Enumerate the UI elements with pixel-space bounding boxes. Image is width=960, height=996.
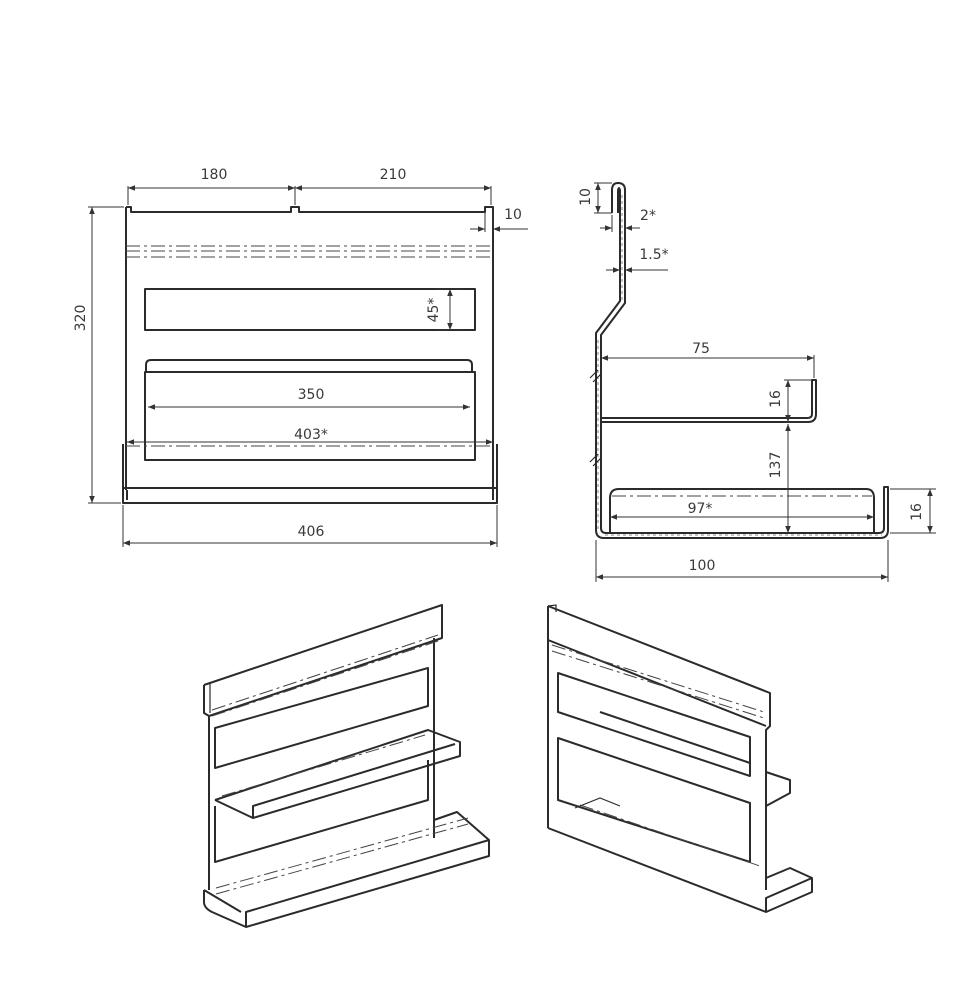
dim-label-403: 403* <box>294 427 328 443</box>
dim-label-137: 137 <box>768 452 784 479</box>
dim-label-16-upper: 16 <box>768 390 784 408</box>
dim-label-45: 45* <box>426 298 442 323</box>
dim-label-180: 180 <box>201 167 228 183</box>
dim-label-97: 97* <box>688 501 713 517</box>
side-view: 10 2* 1.5* 75 16 137 97* 16 100 <box>578 182 936 582</box>
dim-label-2: 2* <box>640 208 656 224</box>
side-lower-tray <box>609 488 875 533</box>
iso-left-middle-shelf <box>214 729 461 819</box>
dim-label-10-hook: 10 <box>578 188 594 206</box>
dim-label-320: 320 <box>73 305 89 332</box>
front-upper-slot <box>144 288 476 331</box>
isometric-view-right <box>547 604 813 913</box>
front-body-outline <box>125 206 494 490</box>
iso-right-lower-window <box>557 737 751 863</box>
front-view: 180 210 10 320 45* 350 403* 406 <box>73 167 528 547</box>
iso-right-bottom-tray <box>547 827 813 913</box>
dim-label-210: 210 <box>380 167 407 183</box>
dim-label-406: 406 <box>298 524 325 540</box>
dim-label-350: 350 <box>298 387 325 403</box>
side-break-mark-2 <box>589 453 602 467</box>
dim-label-100: 100 <box>689 558 716 574</box>
isometric-view-left <box>203 604 490 928</box>
front-bottom-shelf <box>122 444 498 504</box>
iso-right-middle-shelf <box>599 711 791 807</box>
dim-label-10-tab: 10 <box>504 207 522 223</box>
iso-left-bottom-tray <box>203 811 490 928</box>
front-lower-window <box>144 371 476 461</box>
side-profile-outer <box>600 182 817 423</box>
iso-left-lower-window <box>214 760 429 863</box>
iso-left-upper-slot <box>214 667 429 769</box>
dim-label-1-5: 1.5* <box>639 247 668 263</box>
iso-left-panel <box>203 604 443 890</box>
side-break-mark-1 <box>589 369 602 383</box>
dim-label-16-lower: 16 <box>909 503 925 521</box>
dim-label-75: 75 <box>692 341 710 357</box>
front-upper-shelf <box>145 359 473 372</box>
side-profile-inner <box>595 187 889 539</box>
iso-right-panel <box>547 605 771 890</box>
iso-right-upper-slot <box>557 672 751 777</box>
